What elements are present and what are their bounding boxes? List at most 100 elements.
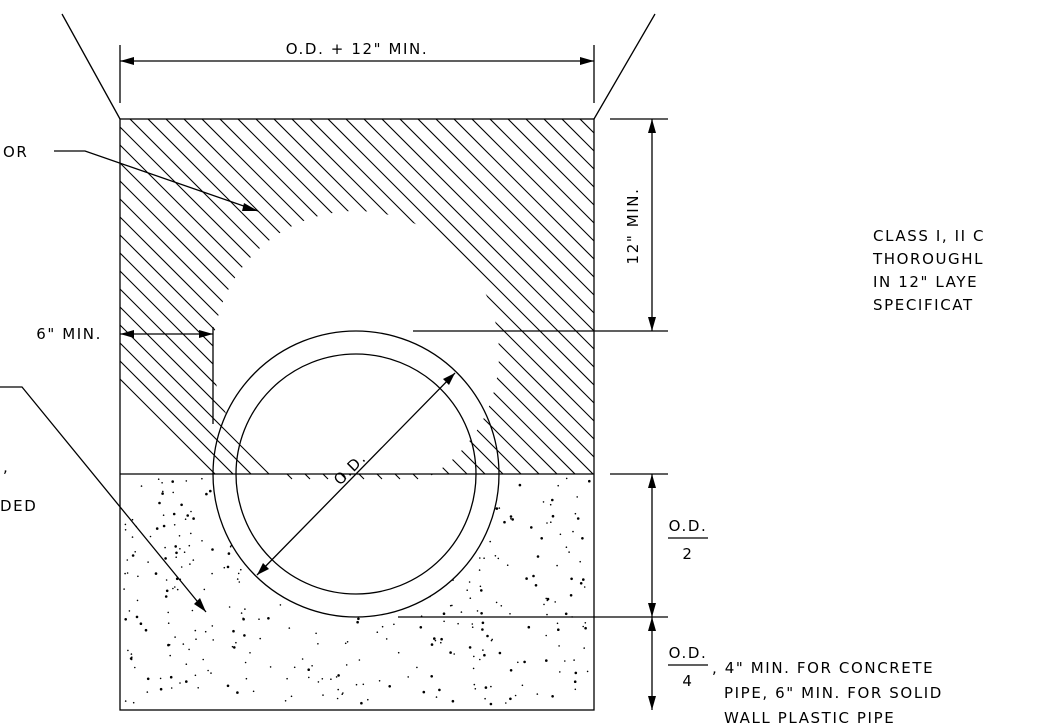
stipple-dot [203, 588, 206, 591]
frac-half-denominator: 2 [682, 545, 693, 563]
hatch-line [120, 119, 311, 480]
stipple-dot [321, 678, 324, 680]
stipple-dot [255, 477, 258, 479]
stipple-dot [174, 636, 176, 638]
stipple-dot [549, 503, 552, 506]
stipple-dot [317, 681, 320, 683]
stipple-dot [289, 569, 291, 571]
stipple-dot [245, 677, 248, 680]
stipple-dot [439, 539, 442, 542]
stipple-dot [514, 694, 517, 697]
stipple-dot [489, 540, 492, 543]
stipple-dot [536, 693, 539, 695]
stipple-dot [362, 683, 365, 686]
stipple-dot [327, 579, 330, 582]
stipple-dot [416, 666, 418, 669]
stipple-dot [155, 527, 159, 530]
arrowhead-icon [648, 317, 656, 331]
bedding-note-line-2: PIPE, 6" MIN. FOR SOLID [724, 684, 943, 702]
stipple-dot [564, 660, 566, 662]
stipple-dot [232, 629, 235, 633]
stipple-dot [436, 558, 438, 561]
stipple-dot [211, 572, 213, 575]
stipple-dot [352, 529, 355, 532]
hatch-line [435, 119, 594, 480]
stipple-dot [484, 686, 488, 689]
stipple-dot [136, 599, 139, 602]
stipple-dot [276, 483, 280, 486]
stipple-dot [131, 536, 134, 538]
stipple-dot [194, 674, 197, 677]
stipple-dot [337, 595, 340, 597]
stipple-dot [267, 617, 270, 620]
stipple-dot [442, 612, 446, 615]
arrowhead-icon [648, 617, 656, 631]
stipple-dot [393, 511, 396, 513]
stipple-dot [179, 682, 181, 684]
hatch-line [327, 119, 594, 480]
stipple-dot [308, 539, 311, 541]
stipple-dot [350, 543, 354, 547]
arrowhead-icon [648, 696, 656, 710]
stipple-dot [467, 554, 470, 556]
stipple-dot [226, 684, 230, 688]
arrowhead-icon [120, 330, 134, 338]
hatch-line [120, 119, 221, 480]
stipple-dot [435, 540, 439, 544]
stipple-dot [354, 572, 357, 575]
stipple-dot [159, 687, 163, 691]
stipple-dot [162, 514, 165, 516]
stipple-dot [483, 557, 485, 559]
stipple-dot [551, 514, 555, 518]
stipple-dot [445, 507, 448, 510]
stipple-dot [336, 529, 340, 532]
stipple-dot [176, 588, 179, 591]
stipple-dot [432, 591, 434, 593]
trench-slope-left [61, 13, 121, 120]
stipple-dot [173, 524, 176, 526]
left-partial-bottom: DED [0, 497, 37, 515]
stipple-dot [387, 519, 389, 521]
hatch-line [120, 119, 347, 480]
stipple-dot [204, 630, 207, 633]
stipple-dot [495, 601, 498, 604]
stipple-dot [185, 663, 188, 665]
stipple-dot [506, 564, 509, 566]
stipple-dot [260, 523, 264, 527]
stipple-dot [469, 597, 472, 599]
stipple-dot [416, 531, 419, 533]
stipple-dot [430, 588, 434, 592]
stipple-dot [574, 671, 578, 675]
stipple-dot [509, 613, 511, 615]
frac-quarter-denominator: 4 [682, 672, 693, 690]
stipple-dot [471, 623, 474, 625]
stipple-dot [304, 519, 307, 521]
hatch-line [120, 119, 275, 480]
hatch-line [120, 119, 329, 480]
stipple-dot [576, 496, 578, 498]
hatch-line [688, 119, 1039, 479]
stipple-dot [286, 677, 288, 680]
stipple-dot [239, 511, 242, 513]
stipple-dot [486, 634, 489, 638]
stipple-dot [172, 491, 174, 494]
stipple-dot [264, 483, 267, 486]
stipple-dot [232, 533, 235, 535]
stipple-dot [509, 697, 512, 701]
stipple-dot [579, 560, 581, 563]
stipple-dot [495, 507, 499, 510]
hatch-line [309, 119, 594, 480]
stipple-dot [582, 578, 585, 581]
stipple-dot [168, 644, 171, 646]
stipple-dot [311, 665, 313, 667]
stipple-dot [237, 505, 240, 507]
stipple-dot [286, 521, 289, 524]
stipple-dot [407, 564, 410, 567]
stipple-dot [570, 577, 573, 581]
stipple-dot [497, 557, 500, 560]
stipple-dot [134, 551, 136, 553]
stipple-dot [573, 659, 575, 661]
stipple-dot [341, 693, 344, 695]
stipple-dot [124, 572, 126, 575]
stipple-dot [527, 625, 531, 629]
